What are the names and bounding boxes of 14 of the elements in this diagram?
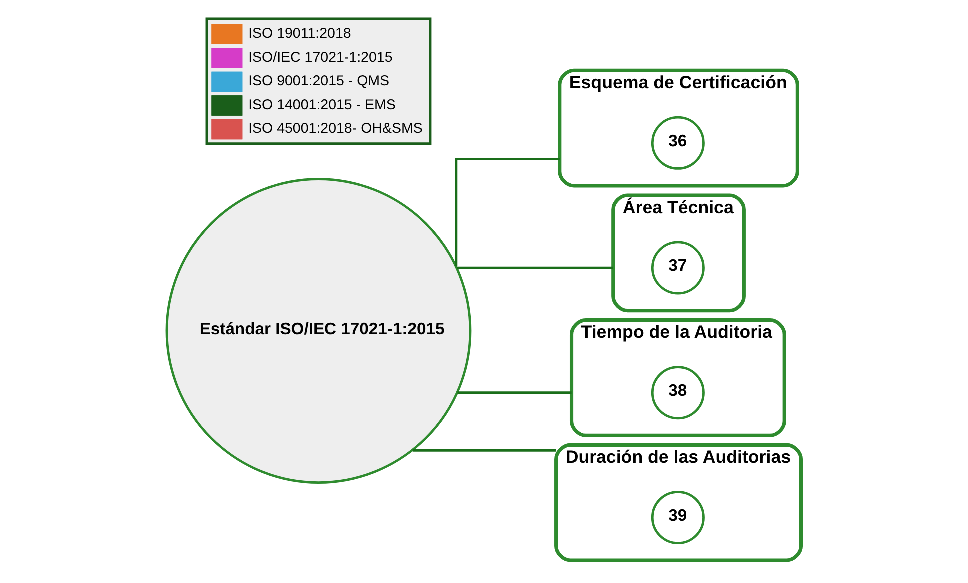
connector <box>455 158 560 267</box>
node-circle: 39 <box>651 490 705 544</box>
legend-label: ISO 19011:2018 <box>248 26 352 42</box>
connector <box>457 266 614 270</box>
node-circle: 38 <box>651 366 705 420</box>
node-circle: 36 <box>651 116 705 170</box>
legend-label: ISO 45001:2018- OH&SMS <box>248 121 423 138</box>
legend-label: ISO/IEC 17021-1:2015 <box>248 50 393 66</box>
node-circle: Estándar ISO/IEC 17021-1:2015 <box>166 178 472 484</box>
node-circle: 37 <box>651 241 705 295</box>
connector <box>458 392 572 394</box>
legend-label: ISO 14001:2015 - EMS <box>248 97 396 114</box>
legend-label: ISO 9001:2015 - QMS <box>248 74 390 90</box>
connector <box>412 450 556 452</box>
